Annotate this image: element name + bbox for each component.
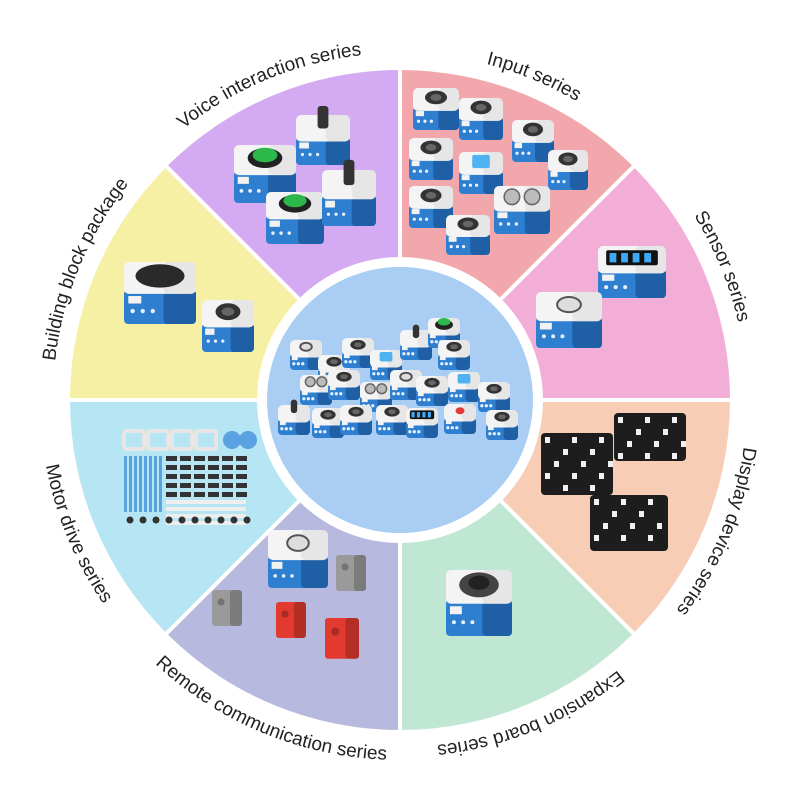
servo-grey-2 xyxy=(212,590,242,626)
gear-motor-red-2 xyxy=(325,618,359,659)
module-sensor-1 xyxy=(413,88,459,130)
center-module-17 xyxy=(340,405,372,435)
center-module-12 xyxy=(416,376,448,406)
module-ultrasonic xyxy=(494,186,550,234)
center-module-8 xyxy=(300,375,332,405)
center-module-18 xyxy=(376,405,408,435)
module-sensor-5 xyxy=(459,152,503,194)
center-module-15 xyxy=(278,399,310,435)
module-joystick-knob xyxy=(322,159,376,226)
center-module-20 xyxy=(444,404,476,434)
segment-expansion xyxy=(401,502,632,730)
center-module-21 xyxy=(486,410,518,440)
center-module-16 xyxy=(312,408,344,438)
module-remote-joystick xyxy=(446,570,512,636)
center-module-3 xyxy=(342,338,374,368)
center-module-7 xyxy=(438,340,470,370)
module-sensor-8 xyxy=(446,215,490,255)
module-speaker xyxy=(124,262,196,324)
module-digit-display xyxy=(598,246,666,298)
module-rotary-switch xyxy=(296,106,350,165)
module-illustrations xyxy=(122,88,686,659)
center-module-9 xyxy=(328,370,360,400)
module-sensor-7 xyxy=(409,186,453,228)
expansion-board-2 xyxy=(614,413,686,461)
module-display-button xyxy=(536,292,602,348)
module-sensor-2 xyxy=(459,98,503,140)
module-motor-driver xyxy=(268,530,328,588)
module-microphone xyxy=(202,300,254,352)
center-module-1 xyxy=(290,340,322,370)
center-module-14 xyxy=(478,382,510,412)
module-sensor-4 xyxy=(409,138,453,180)
gear-motor-red-1 xyxy=(276,602,306,638)
expansion-board-3 xyxy=(590,495,668,551)
servo-grey-1 xyxy=(336,555,366,591)
center-module-5 xyxy=(400,324,432,360)
expansion-board-1 xyxy=(541,433,613,495)
building-block-parts xyxy=(122,429,257,525)
module-green-button-small xyxy=(266,192,324,244)
module-sensor-6 xyxy=(548,150,588,190)
module-sensor-3 xyxy=(512,120,554,162)
center-module-19 xyxy=(406,408,438,438)
center-module-13 xyxy=(448,372,480,402)
